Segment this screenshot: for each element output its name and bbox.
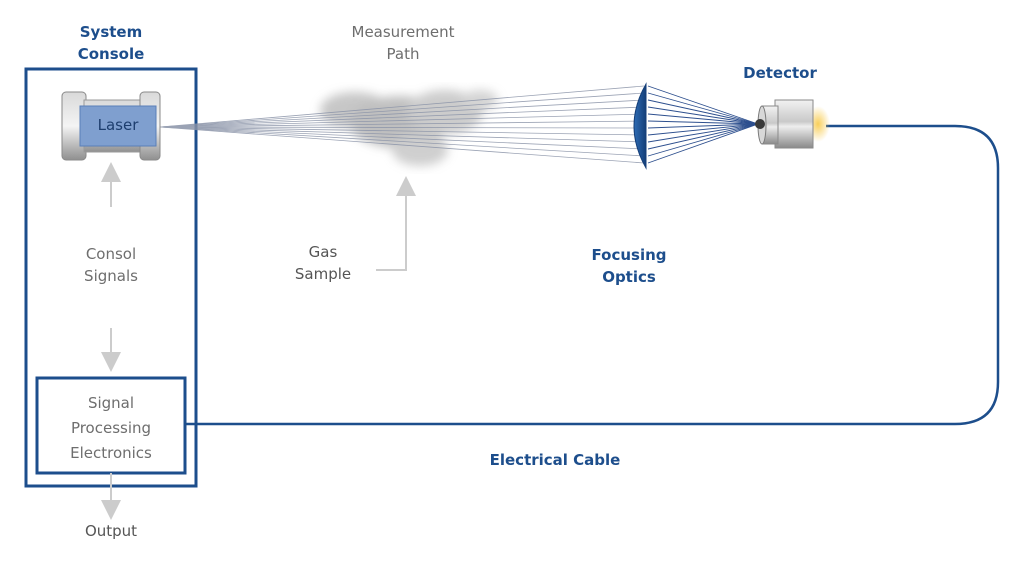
measurement-path-line2: Path — [386, 45, 420, 63]
system-console-title: System Console — [66, 21, 156, 65]
console-signals-label: Consol Signals — [66, 243, 156, 287]
laser-beam — [159, 85, 645, 164]
electrical-cable-label: Electrical Cable — [489, 451, 621, 469]
measurement-path-line1: Measurement — [351, 23, 455, 41]
console-signals-line2: Signals — [84, 267, 138, 285]
laser-label: Laser — [97, 116, 139, 134]
signal-processing-line1: Signal — [87, 394, 135, 412]
system-console-title-line2: Console — [77, 45, 145, 63]
signal-processing-line3: Electronics — [70, 444, 152, 462]
signal-processing-line2: Processing — [70, 419, 152, 437]
gas-sample-label: Gas Sample — [288, 241, 358, 285]
focused-beam — [647, 85, 759, 164]
console-signals-line1: Consol — [85, 245, 137, 263]
signal-processing-label: Signal Processing Electronics — [50, 391, 172, 466]
focusing-optics-label: Focusing Optics — [584, 244, 674, 288]
gas-sample-line1: Gas — [308, 243, 338, 261]
focusing-optics-line1: Focusing — [591, 246, 667, 264]
focusing-lens — [633, 82, 647, 170]
electrical-cable — [185, 124, 1000, 426]
output-label: Output — [84, 522, 138, 540]
system-console-title-line1: System — [79, 23, 143, 41]
measurement-path-label: Measurement Path — [338, 21, 468, 65]
detector-label: Detector — [743, 64, 817, 82]
detector-device — [755, 99, 830, 149]
focusing-optics-line2: Optics — [602, 268, 656, 286]
gas-sample-pointer — [376, 176, 416, 271]
gas-sample-line2: Sample — [294, 265, 352, 283]
laser-device — [61, 91, 161, 161]
